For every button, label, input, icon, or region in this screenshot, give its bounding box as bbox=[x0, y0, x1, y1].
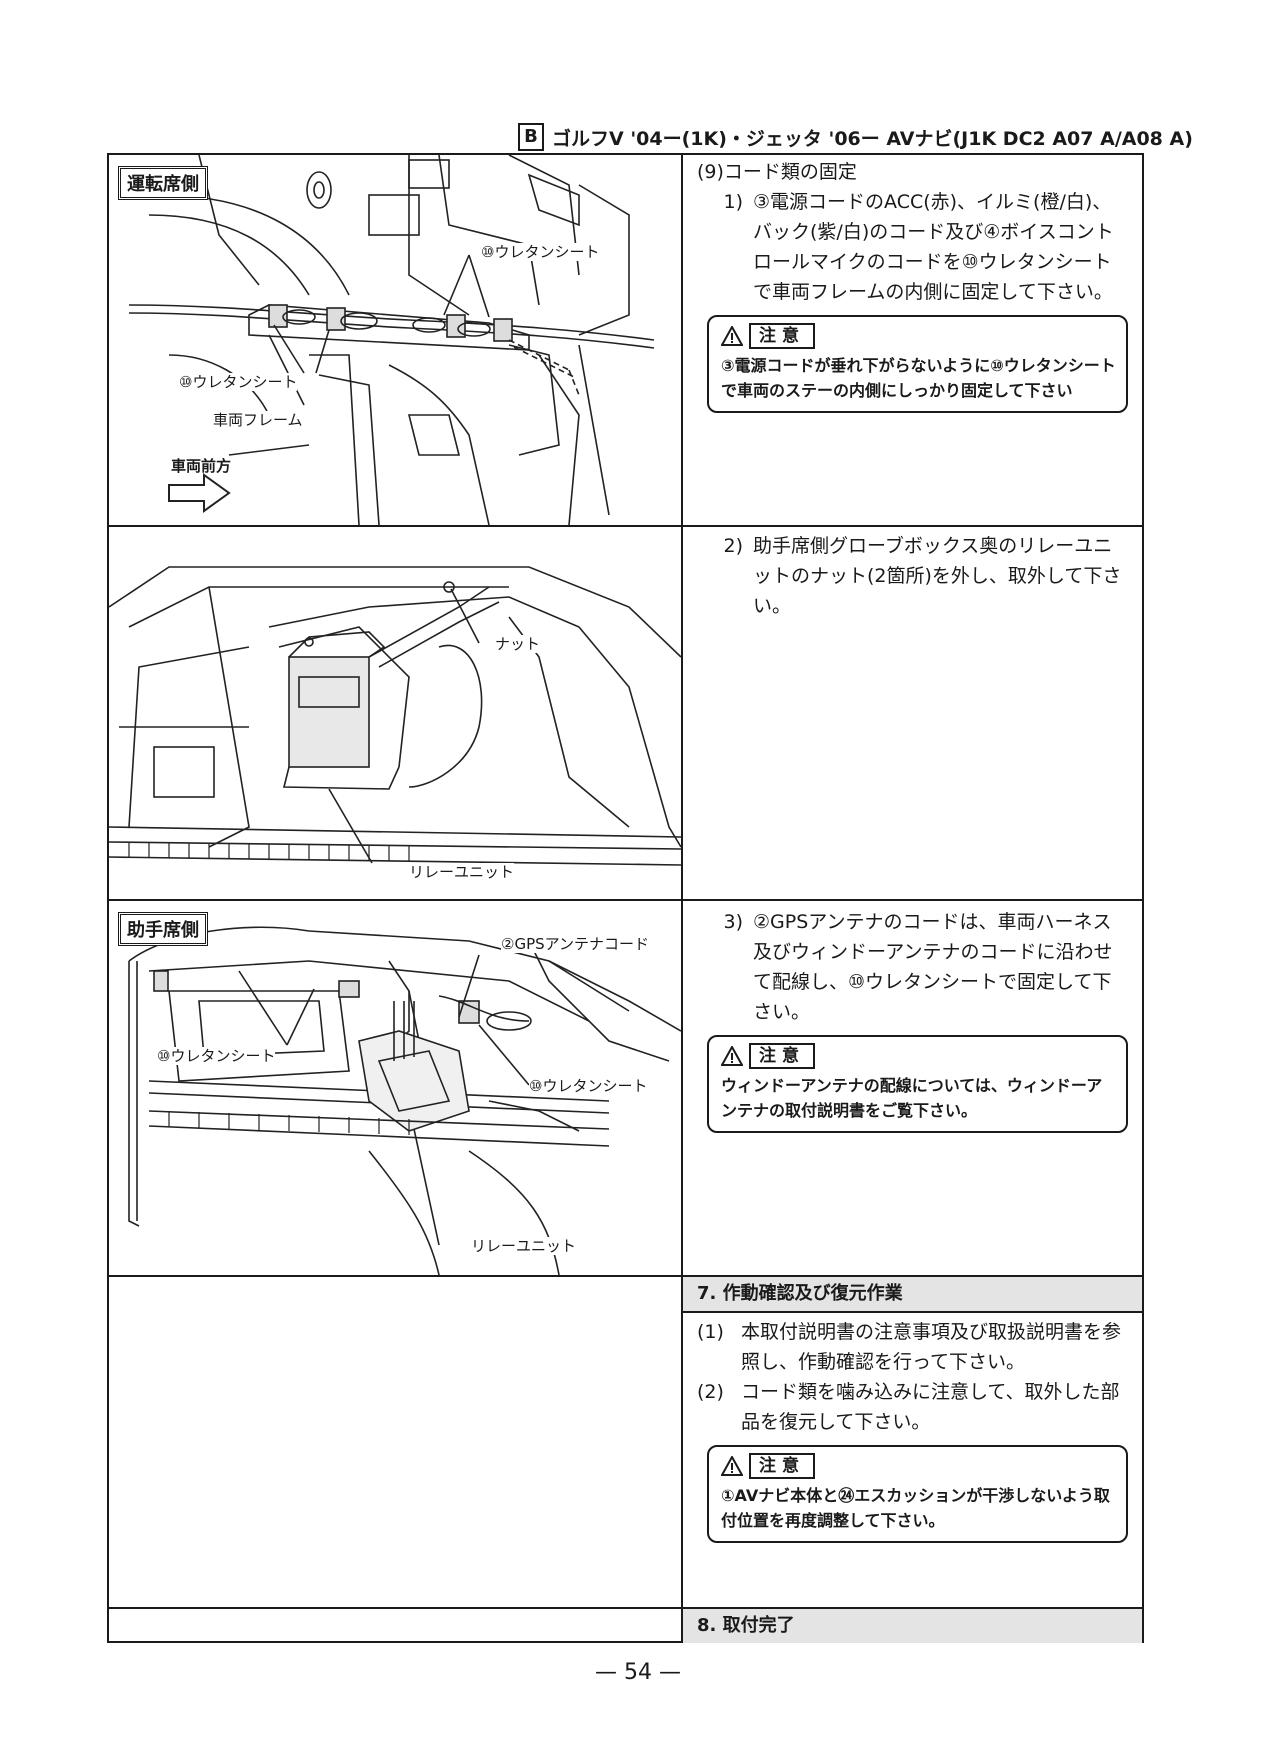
caution-label: 注意 bbox=[749, 1043, 815, 1069]
item-text: 助手席側グローブボックス奥のリレーユニットのナット(2箇所)を外し、取外して下さ… bbox=[753, 535, 1122, 617]
instructions-section-7: 7. 作動確認及び復元作業 (1) 本取付説明書の注意事項及び取扱説明書を参照し… bbox=[683, 1277, 1142, 1607]
step-title: (9)コード類の固定 bbox=[697, 161, 857, 183]
header-title: ゴルフV '04ー(1K)・ジェッタ '06ー AVナビ(J1K DC2 A07… bbox=[552, 127, 1193, 150]
page-header: B ゴルフV '04ー(1K)・ジェッタ '06ー AVナビ(J1K DC2 A… bbox=[518, 121, 1193, 153]
driver-side-drawing bbox=[128, 155, 655, 525]
caution-label: 注意 bbox=[749, 1453, 815, 1479]
instruction-item-7-2: (2) コード類を噛み込みに注意して、取外した部品を復元して下さい。 bbox=[697, 1377, 1130, 1437]
item-text: 本取付説明書の注意事項及び取扱説明書を参照し、作動確認を行って下さい。 bbox=[741, 1321, 1122, 1373]
illustration-relay-unit: ナット リレーユニット bbox=[109, 527, 683, 899]
label-vehicle-forward: 車両前方 bbox=[171, 457, 232, 475]
warning-icon bbox=[721, 1456, 743, 1476]
label-urethane-sheet-2: ⑩ウレタンシート bbox=[179, 373, 298, 391]
empty-cell bbox=[109, 1609, 683, 1643]
label-vehicle-frame: 車両フレーム bbox=[213, 411, 303, 429]
caution-text: ウィンドーアンテナの配線については、ウィンドーアンテナの取付説明書をご覧下さい。 bbox=[721, 1076, 1103, 1120]
label-urethane-sheet-2: ⑩ウレタンシート bbox=[529, 1077, 648, 1095]
instruction-item-3: 3) ②GPSアンテナのコードは、車両ハーネス及びウィンドーアンテナのコードに沿… bbox=[697, 907, 1130, 1027]
empty-cell bbox=[109, 1277, 683, 1607]
item-text: ②GPSアンテナのコードは、車両ハーネス及びウィンドーアンテナのコードに沿わせて… bbox=[753, 911, 1113, 1023]
caution-text: ③電源コードが垂れ下がらないように⑩ウレタンシートで車両のステーの内側にしっかり… bbox=[721, 356, 1116, 400]
item-number: (2) bbox=[697, 1381, 724, 1403]
caution-box-3: 注意 ①AVナビ本体と㉔エスカッションが干渉しないよう取付位置を再度調整して下さ… bbox=[707, 1445, 1128, 1543]
caution-box-1: 注意 ③電源コードが垂れ下がらないように⑩ウレタンシートで車両のステーの内側にし… bbox=[707, 315, 1128, 413]
instruction-item-1: 1) ③電源コードのACC(赤)、イルミ(橙/白)、バック(紫/白)のコード及び… bbox=[697, 187, 1130, 307]
label-urethane-sheet-1: ⑩ウレタンシート bbox=[157, 1047, 276, 1065]
instruction-item-2: 2) 助手席側グローブボックス奥のリレーユニットのナット(2箇所)を外し、取外し… bbox=[697, 531, 1130, 621]
warning-icon bbox=[721, 326, 743, 346]
item-number: 1) bbox=[723, 191, 743, 213]
row-1: 運転席側 ⑩ウレタンシート ⑩ウレタンシート 車両フレーム 車両前方 (9)コー… bbox=[109, 155, 1142, 527]
caution-box-2: 注意 ウィンドーアンテナの配線については、ウィンドーアンテナの取付説明書をご覧下… bbox=[707, 1035, 1128, 1133]
item-number: 2) bbox=[723, 535, 743, 557]
instruction-table: 運転席側 ⑩ウレタンシート ⑩ウレタンシート 車両フレーム 車両前方 (9)コー… bbox=[107, 153, 1144, 1643]
row-5: 8. 取付完了 bbox=[109, 1609, 1142, 1643]
instructions-step-2: 2) 助手席側グローブボックス奥のリレーユニットのナット(2箇所)を外し、取外し… bbox=[683, 527, 1142, 899]
row-3: 助手席側 ②GPSアンテナコード ⑩ウレタンシート ⑩ウレタンシート リレーユニ… bbox=[109, 901, 1142, 1277]
driver-side-tag: 運転席側 bbox=[118, 166, 208, 200]
instructions-step-3: 3) ②GPSアンテナのコードは、車両ハーネス及びウィンドーアンテナのコードに沿… bbox=[683, 901, 1142, 1275]
warning-icon bbox=[721, 1046, 743, 1066]
section-letter-box: B bbox=[518, 123, 544, 151]
label-gps-antenna-cord: ②GPSアンテナコード bbox=[501, 935, 650, 953]
caution-text: ①AVナビ本体と㉔エスカッションが干渉しないよう取付位置を再度調整して下さい。 bbox=[721, 1486, 1110, 1530]
illustration-driver-side: 運転席側 ⑩ウレタンシート ⑩ウレタンシート 車両フレーム 車両前方 bbox=[109, 155, 683, 525]
section-title-7: 7. 作動確認及び復元作業 bbox=[683, 1277, 1142, 1313]
instructions-step-9: (9)コード類の固定 1) ③電源コードのACC(赤)、イルミ(橙/白)、バック… bbox=[683, 155, 1142, 525]
section-title-8: 8. 取付完了 bbox=[683, 1609, 1142, 1643]
item-number: (1) bbox=[697, 1321, 724, 1343]
label-nut: ナット bbox=[495, 635, 541, 653]
label-relay-unit: リレーユニット bbox=[471, 1237, 577, 1255]
item-number: 3) bbox=[723, 911, 743, 933]
illustration-passenger-side: 助手席側 ②GPSアンテナコード ⑩ウレタンシート ⑩ウレタンシート リレーユニ… bbox=[109, 901, 683, 1275]
label-relay-unit: リレーユニット bbox=[409, 863, 515, 881]
caution-label: 注意 bbox=[749, 323, 815, 349]
instructions-section-8: 8. 取付完了 bbox=[683, 1609, 1142, 1643]
relay-unit-drawing bbox=[109, 566, 681, 866]
row-4: 7. 作動確認及び復元作業 (1) 本取付説明書の注意事項及び取扱説明書を参照し… bbox=[109, 1277, 1142, 1609]
passenger-side-tag: 助手席側 bbox=[118, 912, 208, 946]
page-number: — 54 — bbox=[595, 1660, 681, 1685]
instruction-item-7-1: (1) 本取付説明書の注意事項及び取扱説明書を参照し、作動確認を行って下さい。 bbox=[697, 1317, 1130, 1377]
item-text: コード類を噛み込みに注意して、取外した部品を復元して下さい。 bbox=[741, 1381, 1120, 1433]
label-urethane-sheet-1: ⑩ウレタンシート bbox=[481, 243, 600, 261]
row-2: ナット リレーユニット 2) 助手席側グローブボックス奥のリレーユニットのナット… bbox=[109, 527, 1142, 901]
item-text: ③電源コードのACC(赤)、イルミ(橙/白)、バック(紫/白)のコード及び④ボイ… bbox=[753, 191, 1114, 303]
passenger-side-drawing bbox=[128, 926, 681, 1275]
